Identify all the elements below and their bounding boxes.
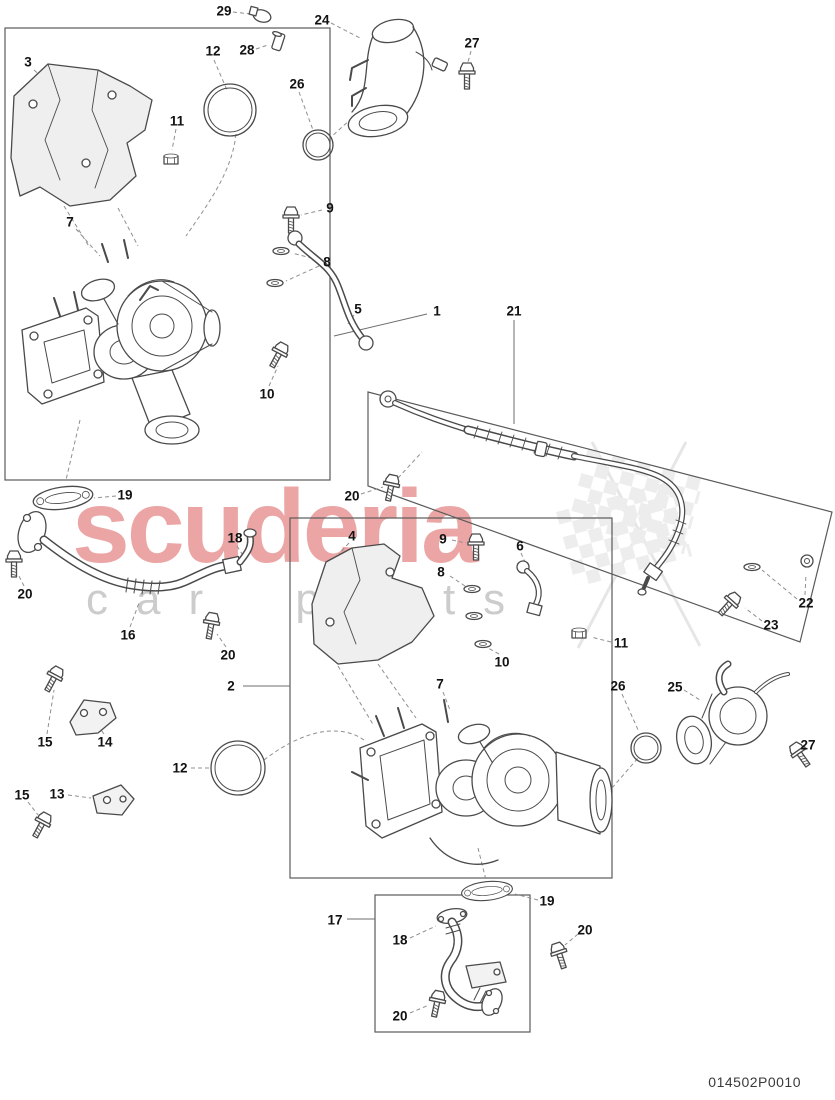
nut-11-mid — [571, 627, 587, 639]
bolt-27-top — [458, 62, 476, 90]
o-ring-12-mid — [210, 740, 266, 796]
nut-11-top — [163, 153, 179, 165]
hose-connector-18-top — [236, 528, 257, 566]
gasket-19-bottom — [460, 878, 514, 904]
washer-22-b — [800, 554, 814, 568]
oil-supply-line-21 — [379, 390, 687, 596]
heat-shield-3 — [10, 63, 153, 207]
washer-8-top-a — [272, 246, 290, 256]
o-ring-12-top — [203, 83, 257, 137]
turbo-outlet-elbow-24 — [347, 18, 449, 138]
bracket-14 — [69, 699, 117, 736]
intake-adapter-25 — [675, 660, 790, 765]
oil-pipe-6 — [516, 560, 543, 617]
bolt-20-d — [547, 940, 573, 972]
bolt-15-a — [39, 663, 67, 696]
oil-feed-pipe-5 — [287, 230, 374, 351]
turbocharger-2 — [351, 699, 613, 865]
bolt-27-right — [785, 739, 816, 771]
bolt-23 — [713, 588, 745, 621]
assembly-box-17 — [374, 894, 531, 1033]
bolt-15-b — [27, 809, 55, 842]
stud-pin-28 — [271, 30, 286, 52]
assembly-box-1 — [4, 27, 331, 481]
bracket-13 — [92, 784, 135, 816]
bolt-10-top — [264, 339, 292, 372]
watermark-title: scuderia — [72, 469, 480, 585]
leader-lines-solid — [243, 313, 515, 920]
bolt-20-b — [5, 550, 23, 578]
leader-lines-dashed — [17, 11, 807, 1014]
washer-10-mid — [474, 639, 492, 649]
washer-8-top-b — [266, 278, 284, 288]
heat-shield-4 — [311, 543, 435, 665]
assembly-box-21 — [367, 391, 833, 643]
washer-8-mid-b — [465, 611, 483, 621]
bolt-20-e — [425, 988, 448, 1019]
oil-return-pipe-16 — [17, 510, 242, 595]
bolt-9-top — [282, 206, 300, 234]
o-ring-26-top — [302, 129, 334, 161]
turbocharger-1 — [21, 239, 221, 445]
hose-clamp-29 — [248, 5, 272, 23]
washer-22-a — [743, 562, 761, 572]
part-number-label: 014502P0010 — [708, 1074, 801, 1090]
o-ring-26-mid — [630, 732, 662, 764]
washer-8-mid-a — [463, 584, 481, 594]
oil-return-hose-18 — [436, 907, 507, 1016]
assembly-box-2 — [289, 517, 613, 879]
